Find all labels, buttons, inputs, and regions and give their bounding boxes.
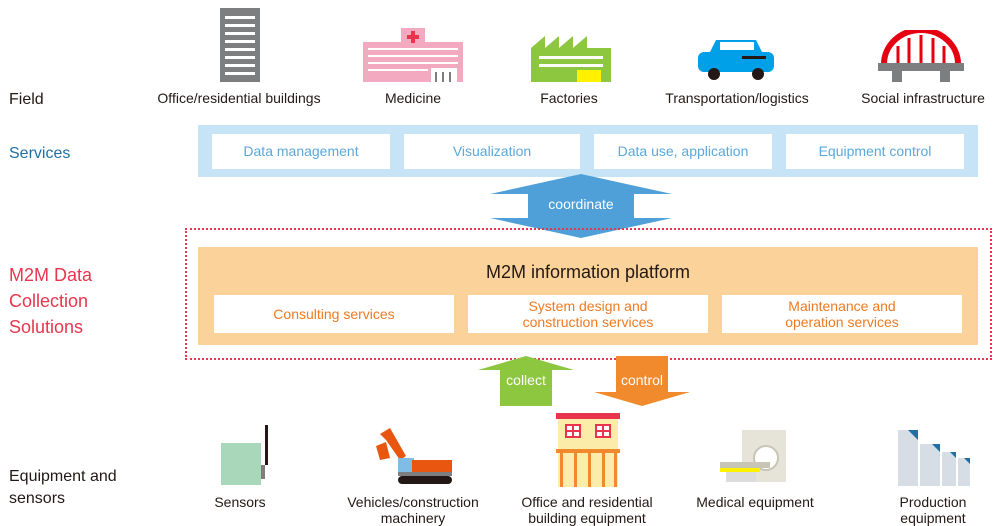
- service-visualization: Visualization: [404, 134, 580, 169]
- collect-label: collect: [506, 372, 546, 388]
- collect-up-arrow: [478, 356, 574, 406]
- field-label-medicine: Medicine: [384, 90, 442, 106]
- equipment-label-building-equipment: Office and residential building equipmen…: [521, 494, 653, 526]
- solutions-label-line-3: Solutions: [9, 317, 84, 337]
- control-down-arrow: [594, 356, 690, 406]
- field-label-factories: Factories: [540, 90, 598, 106]
- mri-scanner-icon: [720, 430, 786, 482]
- equipment-label-line-2: sensors: [9, 490, 66, 507]
- platform-system-design-services: System design and construction services: [468, 295, 708, 333]
- hospital-icon: [363, 28, 463, 82]
- solutions-row-label: M2M Data Collection Solutions: [9, 262, 92, 340]
- production-facility-icon: [898, 430, 970, 486]
- coordinate-label: coordinate: [548, 196, 614, 212]
- excavator-icon: [376, 428, 452, 484]
- field-row-label: Field: [9, 91, 44, 108]
- sensor-icon: [221, 425, 268, 485]
- equipment-label-production: Production equipment: [899, 494, 967, 526]
- field-label-social-infrastructure: Social infrastructure: [861, 90, 985, 106]
- platform-maintenance-services: Maintenance and operation services: [722, 295, 962, 333]
- service-data-management: Data management: [212, 134, 390, 169]
- platform-consulting-services-text: Consulting services: [273, 306, 395, 322]
- equipment-label-vehicles: Vehicles/construction machinery: [347, 494, 479, 526]
- service-equipment-control: Equipment control: [786, 134, 964, 169]
- factory-icon: [531, 36, 611, 82]
- solutions-label-line-1: M2M Data: [9, 265, 93, 285]
- solutions-label-line-2: Collection: [9, 291, 89, 311]
- bridge-icon: [878, 30, 964, 82]
- platform-maintenance-services-text: Maintenance and operation services: [785, 298, 899, 330]
- services-row-label: Services: [9, 145, 71, 162]
- equipment-row-label: Equipment and sensors: [9, 466, 117, 510]
- platform-consulting-services: Consulting services: [214, 295, 454, 333]
- car-icon: [698, 40, 774, 80]
- equipment-label-line-1: Equipment and: [9, 468, 117, 485]
- field-label-office-residential: Office/residential buildings: [157, 90, 321, 106]
- service-data-use: Data use, application: [594, 134, 772, 169]
- platform-title: M2M information platform: [485, 262, 691, 282]
- coordinate-double-arrow: [490, 174, 672, 238]
- solutions-dotted-frame: [185, 228, 992, 360]
- equipment-label-sensors: Sensors: [214, 494, 266, 510]
- shop-building-icon: [556, 413, 620, 487]
- platform-system-design-services-text: System design and construction services: [522, 298, 654, 330]
- field-label-transportation: Transportation/logistics: [665, 90, 809, 106]
- equipment-label-medical: Medical equipment: [696, 494, 814, 510]
- office-building-icon: [220, 8, 260, 82]
- control-label: control: [620, 372, 664, 388]
